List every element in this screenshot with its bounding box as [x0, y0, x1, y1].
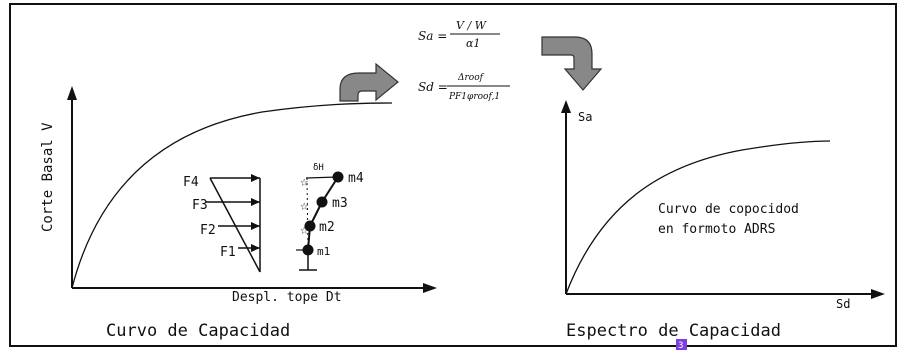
conversion-arrow-right-icon — [541, 36, 603, 91]
mass-label-m4: m4 — [348, 171, 364, 186]
right-caption: Espectro de Capacidad — [566, 321, 781, 341]
force-arrowhead-f4 — [251, 174, 260, 182]
force-label-f4: F4 — [183, 175, 199, 190]
curve-label-line-1: Curvo de copocidod — [658, 202, 799, 217]
overlay-badge — [676, 339, 687, 350]
left-y-axis-label: Corte Basal V — [40, 122, 56, 232]
conversion-formulas: Sa = V / W α1 Sd = Δroof PF1φroof,1 — [418, 19, 510, 102]
mass-label-m3: m3 — [332, 196, 348, 211]
mass-node-m1 — [302, 244, 314, 256]
right-chart: Sa Sd Curvo de copocidod en formoto ADRS… — [561, 100, 885, 341]
right-x-axis-arrowhead — [871, 289, 885, 299]
figure-frame — [9, 3, 897, 347]
sd-formula-numerator: Δroof — [457, 73, 485, 83]
capacity-spectrum-curve — [565, 140, 831, 295]
roof-displacement-label: δH — [313, 163, 324, 173]
mass-label-m1: m1 — [317, 245, 330, 258]
force-triangle-hypotenuse — [209, 177, 261, 273]
left-chart: Corte Basal V Despl. tope Dt Curvo de Ca… — [40, 86, 437, 341]
mass-model: ☆ ☆ ☆ δH m4 m3 m2 m1 — [296, 163, 364, 271]
left-x-axis-label: Despl. tope Dt — [232, 290, 342, 305]
conversion-arrow-left-icon — [339, 62, 399, 102]
right-y-axis-label: Sa — [578, 110, 592, 124]
sa-formula-numerator: V / W — [456, 19, 488, 32]
force-diagram: F4 F3 F2 F1 — [183, 174, 261, 273]
force-label-f3: F3 — [192, 198, 208, 213]
sd-formula-lhs: Sd = — [418, 80, 448, 94]
mass-node-m4 — [332, 171, 344, 183]
force-arrowhead-f1 — [251, 244, 260, 252]
force-label-f2: F2 — [200, 223, 216, 238]
left-y-axis-arrowhead — [67, 86, 77, 100]
force-arrowhead-f3 — [251, 198, 260, 206]
ghost-node-3: ☆ — [300, 198, 309, 214]
mass-node-m3 — [316, 196, 328, 208]
sd-formula-denominator: PF1φroof,1 — [448, 92, 500, 102]
ghost-node-4: ☆ — [300, 174, 309, 190]
right-y-axis-arrowhead — [561, 100, 571, 113]
mass-node-m2 — [304, 220, 316, 232]
left-x-axis-arrowhead — [423, 283, 437, 293]
curve-label-line-2: en formoto ADRS — [658, 222, 775, 237]
ghost-node-2: ☆ — [300, 222, 309, 238]
mass-label-m2: m2 — [319, 220, 335, 235]
left-caption: Curvo de Capacidad — [106, 321, 290, 341]
force-arrowhead-f2 — [251, 222, 260, 230]
force-label-f1: F1 — [220, 245, 236, 260]
sa-formula-lhs: Sa = — [418, 29, 447, 43]
sa-formula-denominator: α1 — [466, 37, 480, 50]
right-x-axis-label: Sd — [836, 297, 850, 311]
undeformed-axis — [306, 177, 309, 251]
capacity-curve — [71, 102, 393, 289]
overlay-badge-number: 3 — [678, 341, 683, 350]
